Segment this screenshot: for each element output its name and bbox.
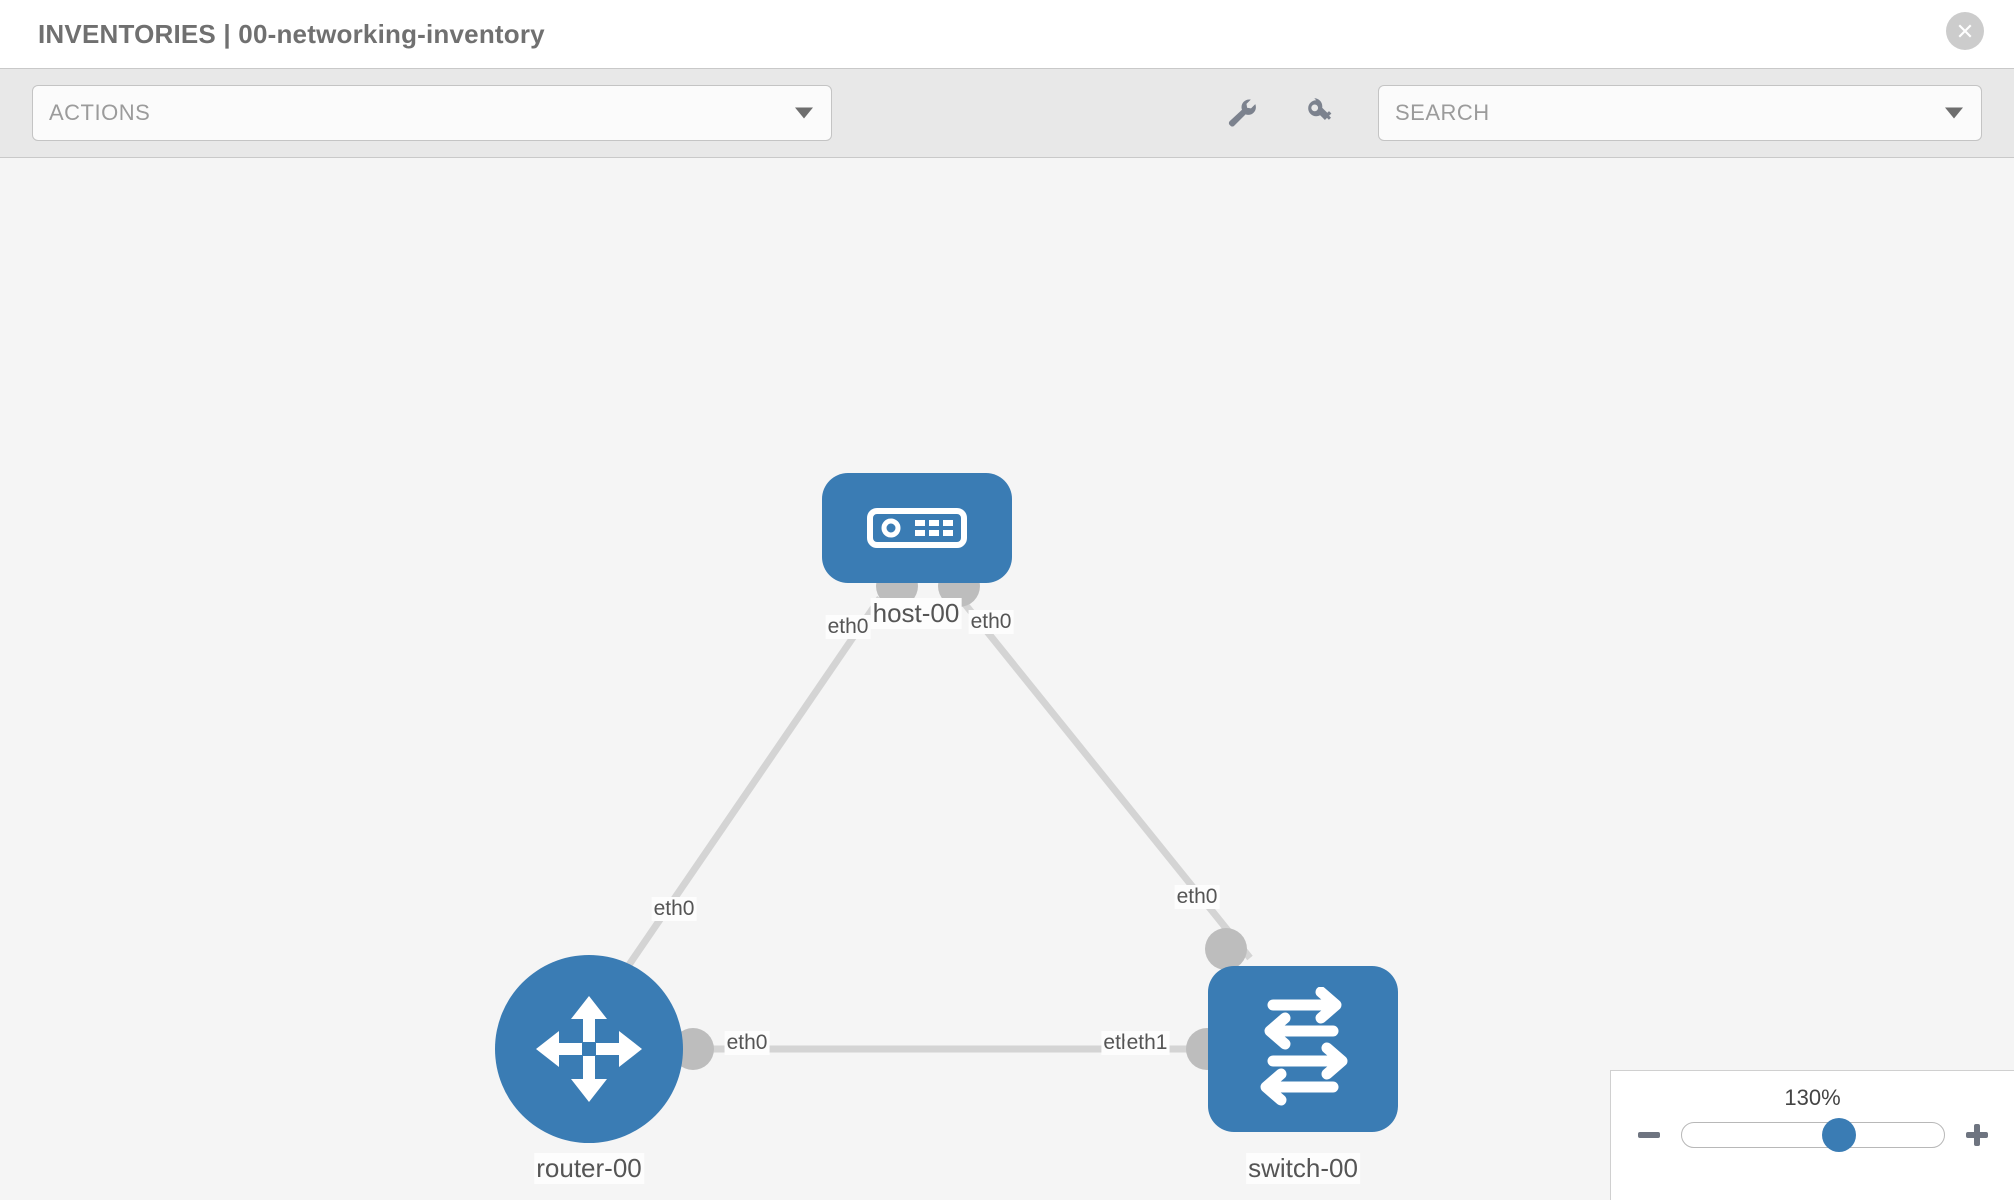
chevron-down-icon [795, 107, 813, 119]
node-switch-00[interactable] [1208, 966, 1398, 1132]
server-appliance-icon [867, 508, 967, 548]
edge-label-host-eth0-left: eth0 [825, 615, 871, 639]
zoom-slider-track[interactable] [1680, 1118, 1945, 1152]
actions-dropdown[interactable]: ACTIONS [32, 85, 832, 141]
topology-canvas[interactable]: host-00 router-00 switch-00 eth0 eth0 et… [0, 158, 2014, 1200]
edge-label-router-eth0-up: eth0 [651, 897, 697, 921]
toolbar-icon-group [1220, 91, 1342, 135]
node-label-host-00: host-00 [870, 598, 962, 629]
page-title: INVENTORIES | 00-networking-inventory [38, 18, 545, 49]
chevron-down-icon[interactable] [1945, 107, 1963, 119]
zoom-out-button[interactable] [1635, 1121, 1663, 1149]
node-router-00[interactable] [495, 955, 683, 1143]
search-input[interactable]: SEARCH [1378, 85, 1982, 141]
node-label-router-00: router-00 [534, 1153, 644, 1184]
link-host-router[interactable] [617, 596, 883, 980]
port-switch-eth0[interactable] [1205, 928, 1247, 970]
key-icon [1308, 98, 1332, 120]
search-placeholder: SEARCH [1395, 100, 1490, 125]
edge-label-switch-eth0-up: eth0 [1174, 885, 1220, 909]
wrench-icon [1228, 99, 1256, 127]
key-button[interactable] [1298, 91, 1342, 135]
toolbar: ACTIONS SEARCH [0, 68, 2014, 158]
zoom-level-label: 130% [1784, 1085, 1841, 1110]
switch-arrows-icon [1260, 987, 1348, 1106]
topology-links [617, 595, 1253, 1053]
edge-label-router-eth0: eth0 [724, 1031, 770, 1055]
close-icon [1958, 24, 1972, 38]
minus-icon [1637, 1132, 1660, 1138]
edge-label-host-eth0-right: eth0 [968, 610, 1014, 634]
close-button[interactable] [1946, 12, 1984, 50]
actions-dropdown-label: ACTIONS [49, 100, 151, 125]
edge-label-switch-eth1: eth1 [1124, 1031, 1170, 1055]
zoom-slider-row [1611, 1118, 2014, 1152]
router-arrows-icon [536, 996, 642, 1102]
wrench-button[interactable] [1220, 91, 1264, 135]
zoom-slider-thumb[interactable] [1821, 1118, 1856, 1152]
node-label-switch-00: switch-00 [1246, 1153, 1360, 1184]
plus-icon [1965, 1124, 1988, 1146]
page-header: INVENTORIES | 00-networking-inventory [0, 0, 2014, 68]
node-host-00[interactable] [822, 473, 1012, 583]
zoom-in-button[interactable] [1963, 1121, 1991, 1149]
zoom-control: 130% [1610, 1070, 2014, 1200]
